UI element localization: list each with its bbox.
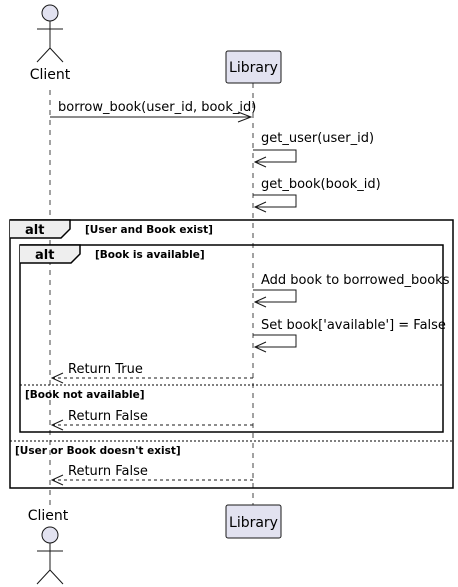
inner-alt-tab — [20, 244, 81, 264]
inner-alt-guard: [Book is available] — [95, 249, 205, 261]
outer-alt-else-guard: [User or Book doesn't exist] — [15, 445, 181, 457]
arrow-set-available — [253, 334, 297, 348]
arrowhead-return-false-book — [50, 419, 64, 431]
inner-alt-frame — [19, 244, 444, 433]
library-participant-bottom: Library — [225, 504, 282, 539]
message-set-available: Set book['available'] = False — [261, 318, 446, 333]
actor-leg-right — [49, 569, 64, 585]
actor-leg-left — [36, 47, 51, 63]
arrow-get-book — [253, 194, 297, 208]
library-box-top — [225, 50, 282, 84]
inner-alt-keyword: alt — [35, 248, 54, 263]
arrow-add-book — [253, 289, 297, 303]
outer-alt-fragment: alt [User and Book exist] [User or Book … — [9, 219, 454, 489]
inner-alt-fragment: alt [Book is available] [Book not availa… — [19, 244, 444, 433]
client-label-top: Client — [30, 67, 71, 83]
arrow-get-user — [253, 149, 297, 163]
message-get-user: get_user(user_id) — [261, 131, 374, 146]
message-add-book: Add book to borrowed_books — [261, 273, 450, 288]
arrowhead-get-book — [253, 201, 267, 213]
actor-head — [41, 4, 59, 22]
actor-leg-right — [49, 47, 64, 63]
arrowhead-borrow-book — [237, 111, 253, 123]
client-actor-bottom: Client — [28, 508, 69, 585]
message-get-book: get_book(book_id) — [261, 177, 381, 192]
arrowhead-return-true — [50, 372, 64, 384]
arrowhead-set-available — [253, 341, 267, 353]
outer-alt-frame — [9, 219, 454, 489]
client-label-bottom: Client — [28, 508, 69, 524]
library-label-top: Library — [229, 60, 278, 76]
arrowhead-return-false-user — [50, 474, 64, 486]
outer-alt-guard: [User and Book exist] — [85, 224, 213, 236]
library-label-bottom: Library — [229, 515, 278, 531]
library-participant-top: Library — [225, 50, 282, 84]
outer-alt-tab — [10, 219, 71, 239]
message-return-false-book: Return False — [68, 409, 148, 424]
outer-alt-keyword: alt — [25, 223, 44, 238]
message-return-true: Return True — [68, 362, 143, 377]
inner-alt-else-guard: [Book not available] — [25, 389, 145, 401]
library-box-bottom — [225, 504, 282, 539]
client-actor-top: Client — [30, 4, 71, 83]
actor-leg-left — [36, 569, 51, 585]
message-return-false-user: Return False — [68, 464, 148, 479]
arrowhead-add-book — [253, 296, 267, 308]
message-borrow-book: borrow_book(user_id, book_id) — [58, 100, 256, 115]
arrowhead-get-user — [253, 156, 267, 168]
actor-head — [41, 526, 59, 544]
